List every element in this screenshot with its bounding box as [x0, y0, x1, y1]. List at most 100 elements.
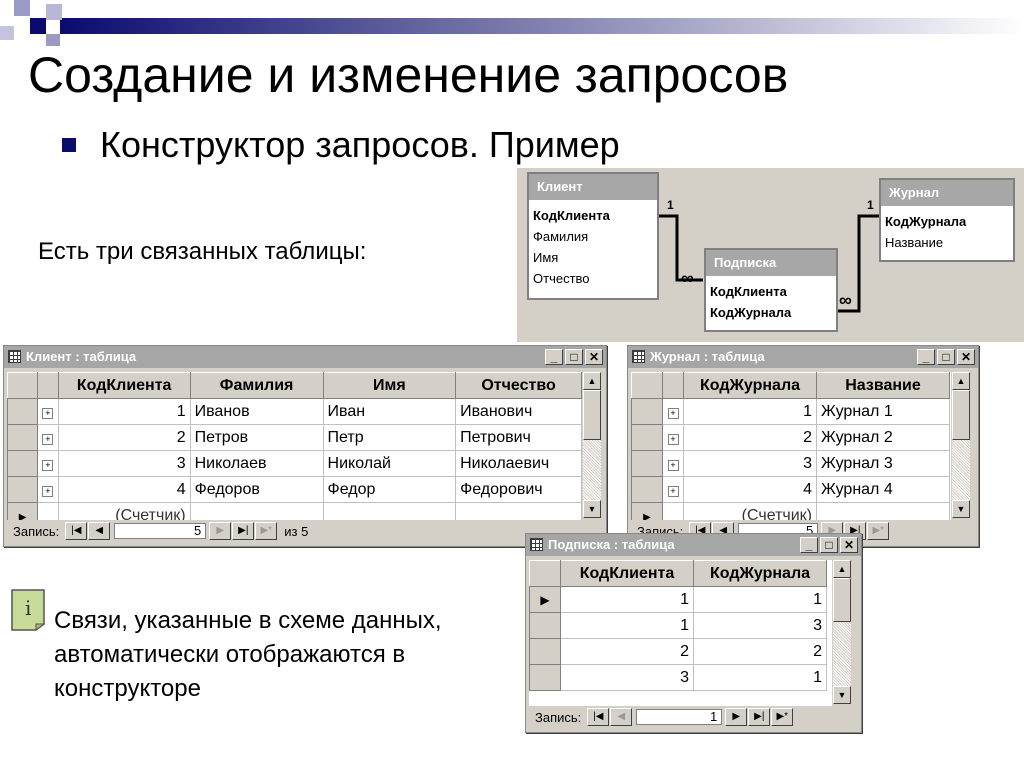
last-record-button[interactable]: ▶| [748, 708, 771, 726]
expand-plus-icon[interactable]: + [42, 407, 54, 419]
new-record-button[interactable]: ▶* [867, 522, 890, 540]
table-cell[interactable]: 1 [57, 398, 191, 425]
prev-record-button[interactable]: ◀ [610, 708, 633, 726]
row-selector[interactable] [529, 638, 561, 665]
table-row[interactable]: + 2 Журнал 2 [631, 424, 950, 451]
expand-cell[interactable]: + [662, 450, 684, 477]
first-record-button[interactable]: |◀ [65, 522, 88, 540]
table-row[interactable]: ▶ 1 1 [529, 586, 827, 613]
row-selector[interactable] [529, 664, 561, 691]
table-row[interactable]: + 4 Федоров Федор Федорович [7, 476, 582, 503]
journal-table-window[interactable]: Журнал : таблица _ □ ✕ КодЖурнала Назван… [627, 345, 979, 547]
counter-cell[interactable]: (Счетчик) [683, 502, 817, 520]
maximize-button[interactable]: □ [820, 537, 838, 553]
schema-table-subscription[interactable]: Подписка КодКлиента КодЖурнала [704, 248, 838, 332]
schema-table-journal[interactable]: Журнал КодЖурнала Название [879, 178, 1015, 262]
journal-window-titlebar[interactable]: Журнал : таблица _ □ ✕ [628, 346, 978, 368]
scroll-up-button[interactable]: ▲ [833, 560, 851, 578]
next-record-button[interactable]: ▶ [209, 522, 232, 540]
client-window-titlebar[interactable]: Клиент : таблица _ □ ✕ [4, 346, 606, 368]
schema-table-subscription-title[interactable]: Подписка [706, 250, 836, 277]
column-header[interactable]: Фамилия [189, 372, 324, 399]
scroll-down-button[interactable]: ▼ [952, 500, 970, 518]
table-cell[interactable]: 2 [683, 424, 817, 451]
table-cell[interactable]: 3 [693, 612, 827, 639]
table-row[interactable]: 3 1 [529, 664, 827, 691]
new-record-button[interactable]: ▶* [771, 708, 794, 726]
row-selector[interactable] [529, 612, 561, 639]
table-cell[interactable]: 3 [57, 450, 191, 477]
next-record-button[interactable]: ▶ [725, 708, 748, 726]
journal-datasheet[interactable]: КодЖурнала Название + 1 Журнал 1 + 2 Жур… [631, 372, 951, 520]
table-cell[interactable]: 3 [683, 450, 817, 477]
row-selector[interactable] [7, 476, 39, 503]
column-header[interactable]: Отчество [455, 372, 582, 399]
client-datasheet[interactable]: КодКлиента Фамилия Имя Отчество + 1 Иван… [7, 372, 582, 520]
table-cell[interactable]: 2 [57, 424, 191, 451]
column-header[interactable]: Имя [322, 372, 457, 399]
schema-table-client-title[interactable]: Клиент [529, 174, 657, 201]
scroll-down-button[interactable]: ▼ [583, 500, 601, 518]
minimize-button[interactable]: _ [800, 537, 818, 553]
new-record-row[interactable]: ▶ (Счетчик) [7, 502, 582, 520]
table-row[interactable]: 2 2 [529, 638, 827, 665]
table-row[interactable]: + 2 Петров Петр Петрович [7, 424, 582, 451]
table-cell[interactable]: Журнал 2 [816, 424, 950, 451]
schema-field[interactable]: Отчество [533, 271, 590, 286]
table-row[interactable]: + 1 Иванов Иван Иванович [7, 398, 582, 425]
record-number-input[interactable]: 1 [636, 709, 723, 725]
table-cell[interactable]: 3 [560, 664, 694, 691]
new-row-selector[interactable]: ▶ [631, 502, 663, 520]
table-cell[interactable]: 1 [683, 398, 817, 425]
minimize-button[interactable]: _ [545, 349, 563, 365]
schema-field[interactable]: КодЖурнала [885, 214, 967, 229]
close-button[interactable]: ✕ [585, 349, 603, 365]
prev-record-button[interactable]: ◀ [88, 522, 111, 540]
table-cell[interactable]: Иванович [455, 398, 582, 425]
counter-cell[interactable]: (Счетчик) [57, 502, 191, 520]
expand-plus-icon[interactable]: + [667, 407, 679, 419]
table-cell[interactable] [816, 502, 950, 520]
table-cell[interactable]: Николаев [189, 450, 324, 477]
expand-cell[interactable]: + [37, 398, 59, 425]
table-cell[interactable]: Николай [322, 450, 457, 477]
client-vertical-scrollbar[interactable]: ▲ ▼ [583, 372, 601, 518]
column-header[interactable]: КодЖурнала [693, 560, 827, 587]
table-cell[interactable]: 2 [693, 638, 827, 665]
row-selector[interactable] [7, 424, 39, 451]
schema-field[interactable]: Название [885, 235, 944, 250]
new-record-row[interactable]: ▶ (Счетчик) [631, 502, 950, 520]
table-row[interactable]: + 3 Журнал 3 [631, 450, 950, 477]
subscription-datasheet[interactable]: КодКлиента КодЖурнала ▶ 1 1 1 3 2 2 3 [529, 560, 832, 706]
table-cell[interactable] [322, 502, 457, 520]
new-row-selector[interactable]: ▶ [7, 502, 39, 520]
table-row[interactable]: + 3 Николаев Николай Николаевич [7, 450, 582, 477]
schema-field[interactable]: КодКлиента [533, 208, 610, 223]
scroll-down-button[interactable]: ▼ [833, 686, 851, 704]
maximize-button[interactable]: □ [565, 349, 583, 365]
table-cell[interactable]: Журнал 4 [816, 476, 950, 503]
table-cell[interactable]: Федор [322, 476, 457, 503]
table-cell[interactable]: Петр [322, 424, 457, 451]
table-cell[interactable]: Федорович [455, 476, 582, 503]
table-cell[interactable]: Журнал 3 [816, 450, 950, 477]
schema-field[interactable]: Имя [533, 250, 559, 265]
table-cell[interactable]: 4 [683, 476, 817, 503]
last-record-button[interactable]: ▶| [232, 522, 255, 540]
row-selector[interactable] [631, 398, 663, 425]
table-cell[interactable]: Федоров [189, 476, 324, 503]
table-cell[interactable]: 1 [693, 664, 827, 691]
expand-cell[interactable]: + [662, 398, 684, 425]
table-row[interactable]: + 1 Журнал 1 [631, 398, 950, 425]
schema-table-client[interactable]: Клиент КодКлиента Фамилия Имя Отчество [527, 172, 659, 300]
expand-cell[interactable]: + [37, 476, 59, 503]
column-header[interactable]: КодКлиента [57, 372, 191, 399]
schema-table-journal-title[interactable]: Журнал [881, 180, 1013, 207]
column-header[interactable]: Название [816, 372, 950, 399]
row-selector[interactable] [7, 398, 39, 425]
row-selector[interactable] [631, 450, 663, 477]
row-selector-current[interactable]: ▶ [529, 586, 561, 613]
row-selector[interactable] [631, 476, 663, 503]
column-header[interactable]: КодЖурнала [683, 372, 817, 399]
expand-plus-icon[interactable]: + [42, 459, 54, 471]
